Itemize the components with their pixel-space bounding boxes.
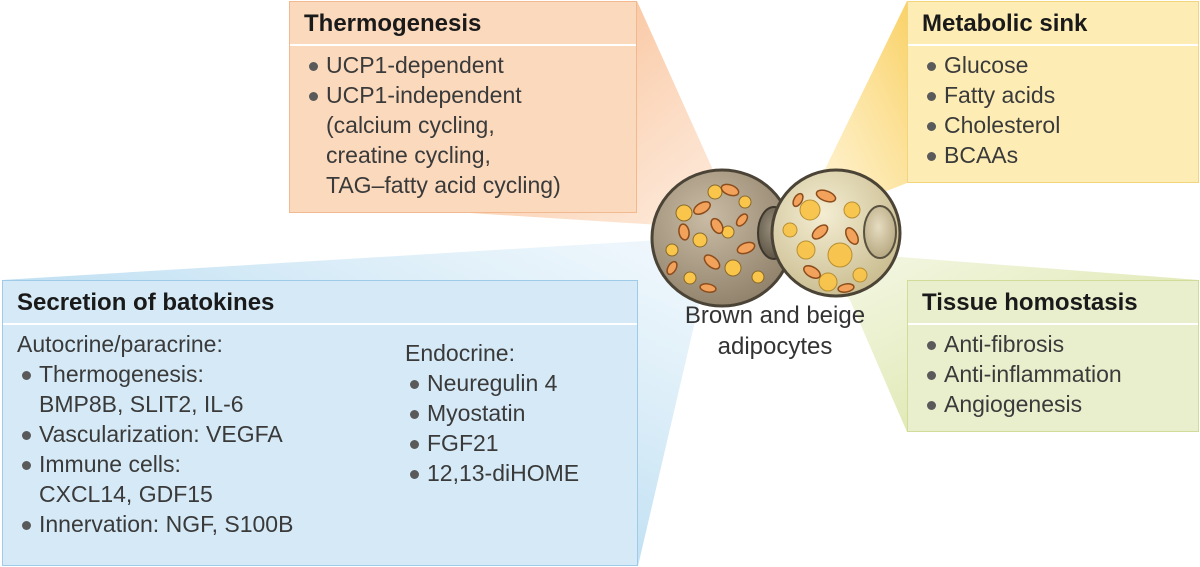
secretion-ray xyxy=(2,240,700,566)
list-item-continuation: CXCL14, GDF15 xyxy=(39,481,213,507)
list-item: FGF21 xyxy=(405,428,579,458)
metabolic-sink-panel: Metabolic sink Glucose Fatty acids Chole… xyxy=(907,1,1199,183)
tissue-homeostasis-title: Tissue homostasis xyxy=(908,281,1198,325)
secretion-panel: Secretion of batokines Autocrine/paracri… xyxy=(2,280,638,566)
list-item: Angiogenesis xyxy=(922,389,1198,419)
metabolic-sink-ray xyxy=(800,1,907,225)
autocrine-column: Autocrine/paracrine: Thermogenesis: BMP8… xyxy=(17,329,293,539)
tissue-homeostasis-panel: Tissue homostasis Anti-fibrosis Anti-inf… xyxy=(907,280,1199,432)
list-item-continuation: (calcium cycling, xyxy=(326,112,495,138)
autocrine-heading: Autocrine/paracrine: xyxy=(17,331,223,357)
beige-adipocyte xyxy=(770,168,902,298)
list-item: 12,13-diHOME xyxy=(405,458,579,488)
thermogenesis-panel: Thermogenesis UCP1-dependent UCP1-indepe… xyxy=(289,1,637,213)
endocrine-list: Neuregulin 4 Myostatin FGF21 12,13-diHOM… xyxy=(405,368,579,488)
thermogenesis-list: UCP1-dependent UCP1-independent xyxy=(290,46,636,110)
list-item: Anti-fibrosis xyxy=(922,329,1198,359)
adipocytes-caption: Brown and beige adipocytes xyxy=(650,300,900,362)
list-item: Glucose xyxy=(922,50,1198,80)
list-item: Immune cells: xyxy=(17,449,293,479)
list-item-continuation: TAG–fatty acid cycling) xyxy=(326,172,561,198)
caption-line: Brown and beige xyxy=(684,302,866,329)
list-item: Innervation: NGF, S100B xyxy=(17,509,293,539)
list-item-continuation: BMP8B, SLIT2, IL-6 xyxy=(39,391,244,417)
endocrine-heading: Endocrine: xyxy=(405,340,515,366)
list-item: Fatty acids xyxy=(922,80,1198,110)
secretion-title: Secretion of batokines xyxy=(3,281,637,325)
list-item-continuation: creatine cycling, xyxy=(326,142,491,168)
list-item: Anti-inflammation xyxy=(922,359,1198,389)
list-item: Myostatin xyxy=(405,398,579,428)
list-item: UCP1-dependent xyxy=(304,50,636,80)
list-item: Thermogenesis: xyxy=(17,359,293,389)
caption-line: adipocytes xyxy=(717,333,833,360)
autocrine-list: Thermogenesis: BMP8B, SLIT2, IL-6 Vascul… xyxy=(17,359,293,539)
list-item: Vascularization: VEGFA xyxy=(17,419,293,449)
list-item: BCAAs xyxy=(922,140,1198,170)
brown-adipocyte xyxy=(650,168,794,308)
endocrine-column: Endocrine: Neuregulin 4 Myostatin FGF21 … xyxy=(405,338,579,488)
list-item: Cholesterol xyxy=(922,110,1198,140)
thermogenesis-title: Thermogenesis xyxy=(290,2,636,46)
thermogenesis-ray xyxy=(470,1,740,230)
list-item: UCP1-independent xyxy=(304,80,636,110)
list-item: Neuregulin 4 xyxy=(405,368,579,398)
metabolic-sink-title: Metabolic sink xyxy=(908,2,1198,46)
tissue-homeostasis-list: Anti-fibrosis Anti-inflammation Angiogen… xyxy=(908,325,1198,419)
metabolic-sink-list: Glucose Fatty acids Cholesterol BCAAs xyxy=(908,46,1198,170)
